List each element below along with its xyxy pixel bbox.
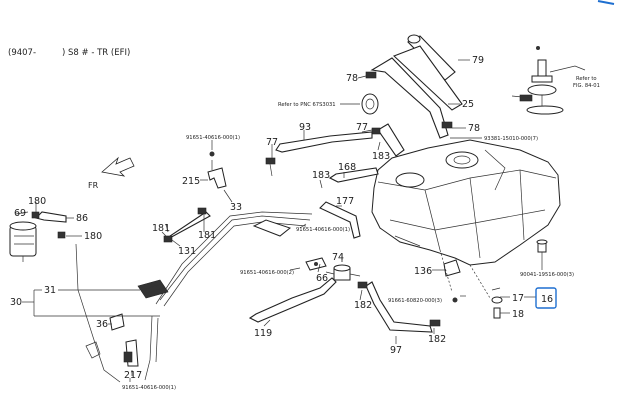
callout-69[interactable]: 69	[14, 208, 26, 219]
callout-182[interactable]: 182	[428, 334, 446, 345]
callout-183[interactable]: 183	[372, 151, 390, 162]
callout-36[interactable]: 36	[96, 319, 108, 330]
callout-78[interactable]: 78	[346, 73, 358, 84]
callout-66[interactable]: 66	[316, 273, 328, 284]
callout-181[interactable]: 181	[152, 223, 170, 234]
ref-fig-line1: Refer to	[576, 76, 597, 82]
clamp-182-bottom	[429, 319, 441, 327]
callout-78[interactable]: 78	[468, 123, 480, 134]
callout-77[interactable]: 77	[266, 137, 278, 148]
clamp-78-top	[365, 71, 377, 79]
callout-18[interactable]: 18	[512, 309, 524, 320]
clamp-77-stem	[269, 163, 273, 177]
part-no-91661[interactable]: 91661-60820-000(3)	[388, 298, 442, 304]
callout-119[interactable]: 119	[254, 328, 272, 339]
callout-74[interactable]: 74	[332, 252, 344, 263]
ref-fig-line2: FIG. 84-01	[573, 83, 600, 89]
callout-77[interactable]: 77	[356, 122, 368, 133]
header-model: ) S8 # - TR (EFI)	[62, 48, 130, 58]
hose-119[interactable]	[248, 277, 337, 323]
bolt-18[interactable]	[493, 307, 501, 319]
clamp-181-right	[197, 207, 207, 215]
fr-label: FR	[88, 181, 99, 190]
clamp-77-left	[265, 157, 276, 165]
hose-86[interactable]	[34, 211, 67, 223]
drain-bolt-stack[interactable]	[491, 239, 548, 319]
callout-215[interactable]: 215	[182, 176, 200, 187]
clamp-180-bottom	[57, 231, 66, 239]
hose-168[interactable]	[328, 167, 379, 183]
bracket-215[interactable]	[207, 167, 227, 189]
callout-180[interactable]: 180	[28, 196, 46, 207]
bracket-217[interactable]	[123, 339, 139, 367]
clamp-180-top	[31, 211, 40, 219]
dashed-leader-182	[439, 249, 453, 293]
callout-25[interactable]: 25	[462, 99, 474, 110]
part-no-93381[interactable]: 93381-15010-000(7)	[484, 136, 538, 142]
vent-hose-77[interactable]	[371, 123, 405, 157]
bolt-dot	[536, 46, 540, 50]
callout-168[interactable]: 168	[338, 162, 356, 173]
callout-181[interactable]: 181	[198, 230, 216, 241]
callout-33[interactable]: 33	[230, 202, 242, 213]
line-bracket[interactable]	[252, 219, 292, 237]
callout-182[interactable]: 182	[354, 300, 372, 311]
bracket-136[interactable]	[443, 259, 461, 277]
header-year-code: (9407-	[8, 48, 36, 58]
part-no-90041[interactable]: 90041-19516-000(3)	[520, 272, 574, 278]
callout-177[interactable]: 177	[336, 196, 354, 207]
callout-30[interactable]: 30	[10, 297, 22, 308]
hose-93[interactable]	[275, 131, 373, 153]
hose-97[interactable]	[365, 281, 433, 333]
callout-97[interactable]: 97	[390, 345, 402, 356]
bolt-215	[209, 151, 215, 157]
ref-pnc: Refer to PNC 67S3031	[278, 102, 336, 108]
washer-16[interactable]	[491, 296, 503, 304]
dashed-leader-16	[469, 264, 491, 299]
callout-183[interactable]: 183	[312, 170, 330, 181]
part-number-labels: 91651-40616-000(1) 91651-40616-000(2) 91…	[122, 102, 574, 391]
callout-131[interactable]: 131	[178, 246, 196, 257]
callout-180[interactable]: 180	[84, 231, 102, 242]
clamp-181-left	[163, 235, 173, 243]
leader-lines	[15, 59, 543, 382]
callout-labels: 180 69 86 180 30 31 36 217 215 33 77 93 …	[10, 55, 524, 381]
filler-cap-ring[interactable]	[361, 93, 379, 115]
line-30	[75, 243, 121, 383]
callout-16[interactable]: 16	[541, 294, 553, 305]
filler-pipe-25[interactable]	[370, 45, 463, 139]
hose-177[interactable]	[319, 201, 361, 239]
callout-93[interactable]: 93	[299, 122, 311, 133]
clamp-182-mid	[357, 281, 368, 289]
fuel-tank[interactable]	[371, 139, 561, 266]
part-no-91651-c[interactable]: 91651-40616-000(1)	[296, 227, 350, 233]
callout-136[interactable]: 136	[414, 266, 432, 277]
callout-17[interactable]: 17	[512, 293, 524, 304]
callout-79[interactable]: 79	[472, 55, 484, 66]
clip-66[interactable]	[305, 257, 327, 271]
part-no-91651-b[interactable]: 91651-40616-000(2)	[240, 270, 294, 276]
callout-86[interactable]: 86	[76, 213, 88, 224]
front-direction-arrow: FR	[88, 156, 135, 190]
part-no-91651-a[interactable]: 91651-40616-000(1)	[186, 135, 240, 141]
clip-36[interactable]	[109, 313, 125, 331]
fuel-sender-unit[interactable]	[511, 46, 586, 115]
callout-31[interactable]: 31	[44, 285, 56, 296]
charcoal-canister-69[interactable]	[9, 221, 37, 262]
clamp-78-right	[441, 121, 453, 129]
callout-16-highlight[interactable]: 16	[535, 287, 557, 309]
corner-mark	[597, 0, 615, 5]
part-no-91651-d[interactable]: 91651-40616-000(1)	[122, 385, 176, 391]
clip-block-31[interactable]	[137, 279, 169, 299]
bolt-182-right	[452, 297, 458, 303]
end-fitting-30	[85, 341, 101, 359]
callout-217[interactable]: 217	[124, 370, 142, 381]
clamp-181-stem	[165, 223, 169, 233]
